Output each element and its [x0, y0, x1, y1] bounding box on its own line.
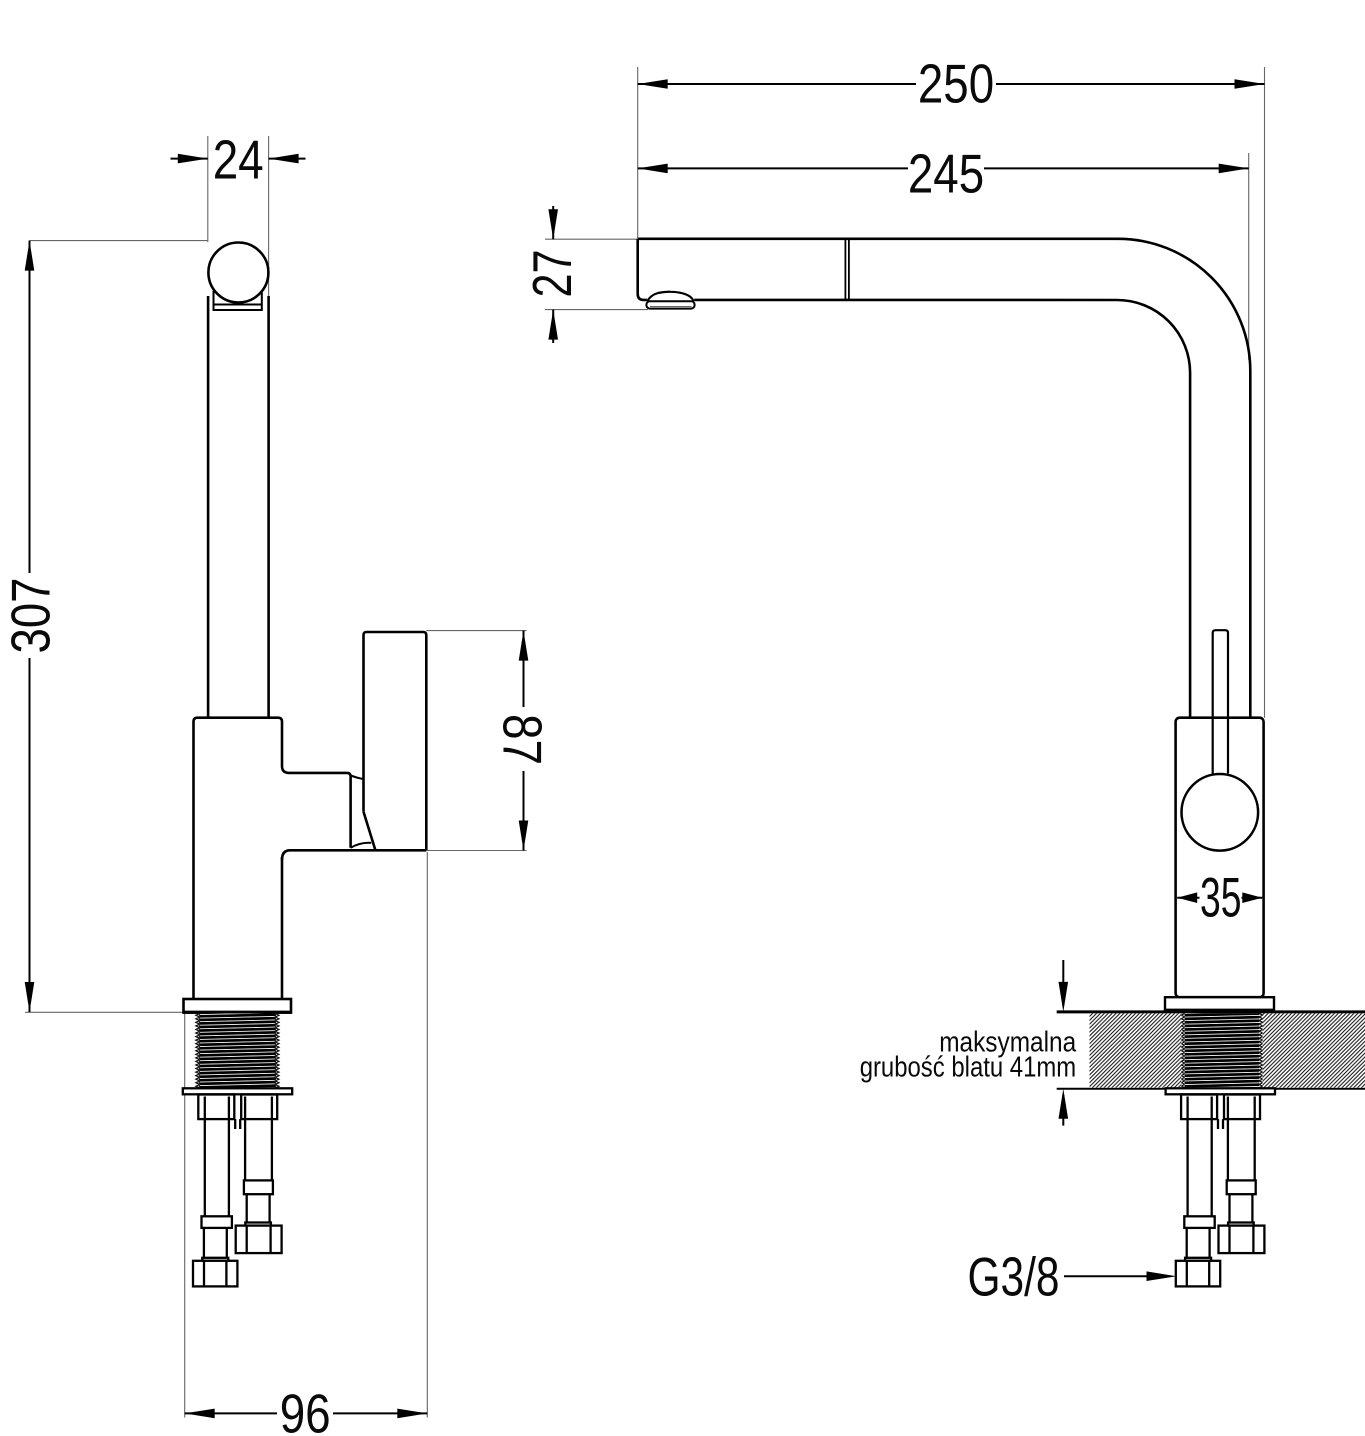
svg-text:245: 245: [908, 142, 984, 204]
svg-text:250: 250: [918, 53, 994, 115]
svg-text:35: 35: [1200, 866, 1242, 929]
svg-text:87: 87: [492, 714, 554, 765]
svg-text:maksymalna: maksymalna: [939, 1027, 1076, 1059]
svg-text:96: 96: [280, 1383, 331, 1436]
svg-text:307: 307: [0, 578, 61, 654]
svg-text:G3/8: G3/8: [968, 1246, 1060, 1308]
svg-text:24: 24: [213, 128, 264, 190]
svg-text:grubość blatu 41mm: grubość blatu 41mm: [860, 1051, 1077, 1083]
svg-text:27: 27: [521, 250, 583, 298]
